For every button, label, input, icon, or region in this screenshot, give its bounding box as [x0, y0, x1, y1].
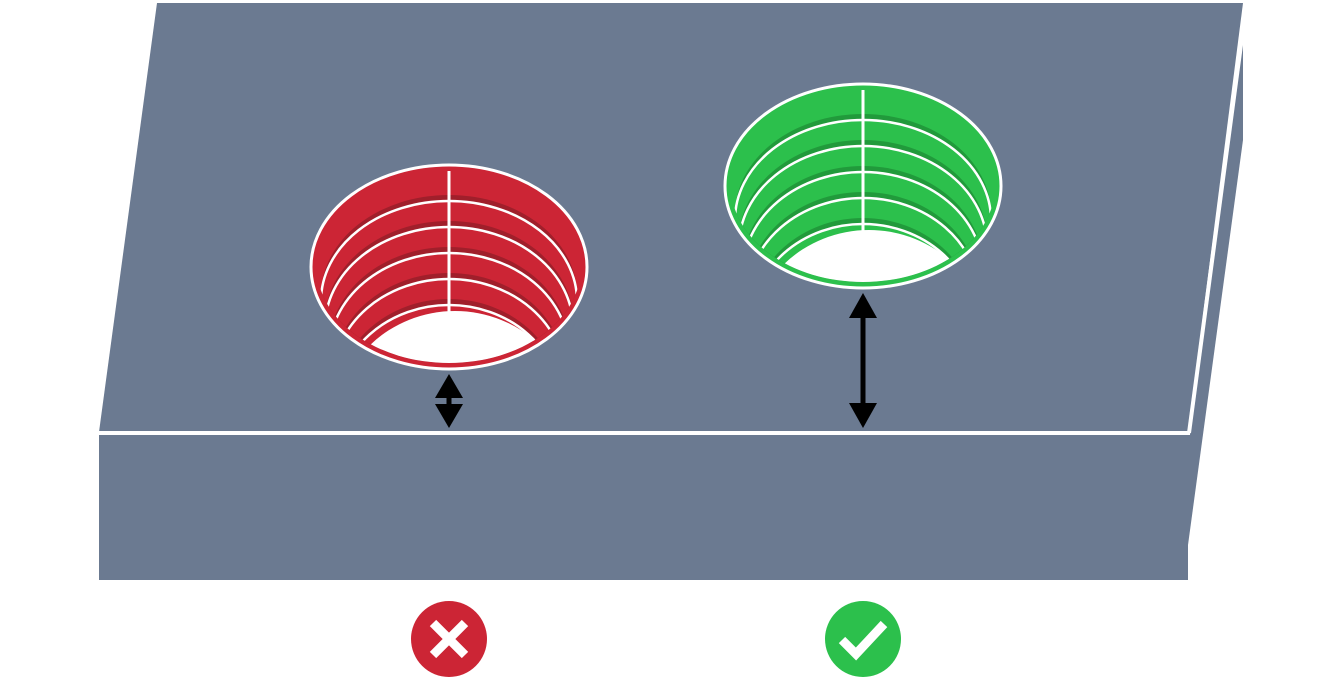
- long-distance-arrow: [849, 293, 877, 428]
- block-right-face: [1188, 30, 1243, 545]
- block-front-face: [99, 434, 1188, 580]
- block-top-face: [99, 3, 1243, 432]
- material-block: [97, 3, 1245, 580]
- block-side-edge-line: [1187, 29, 1245, 434]
- check-mark-icon: [825, 601, 901, 677]
- hole-correct-distance: [723, 82, 1003, 290]
- x-mark-icon: [411, 601, 487, 677]
- short-distance-arrow: [435, 374, 463, 428]
